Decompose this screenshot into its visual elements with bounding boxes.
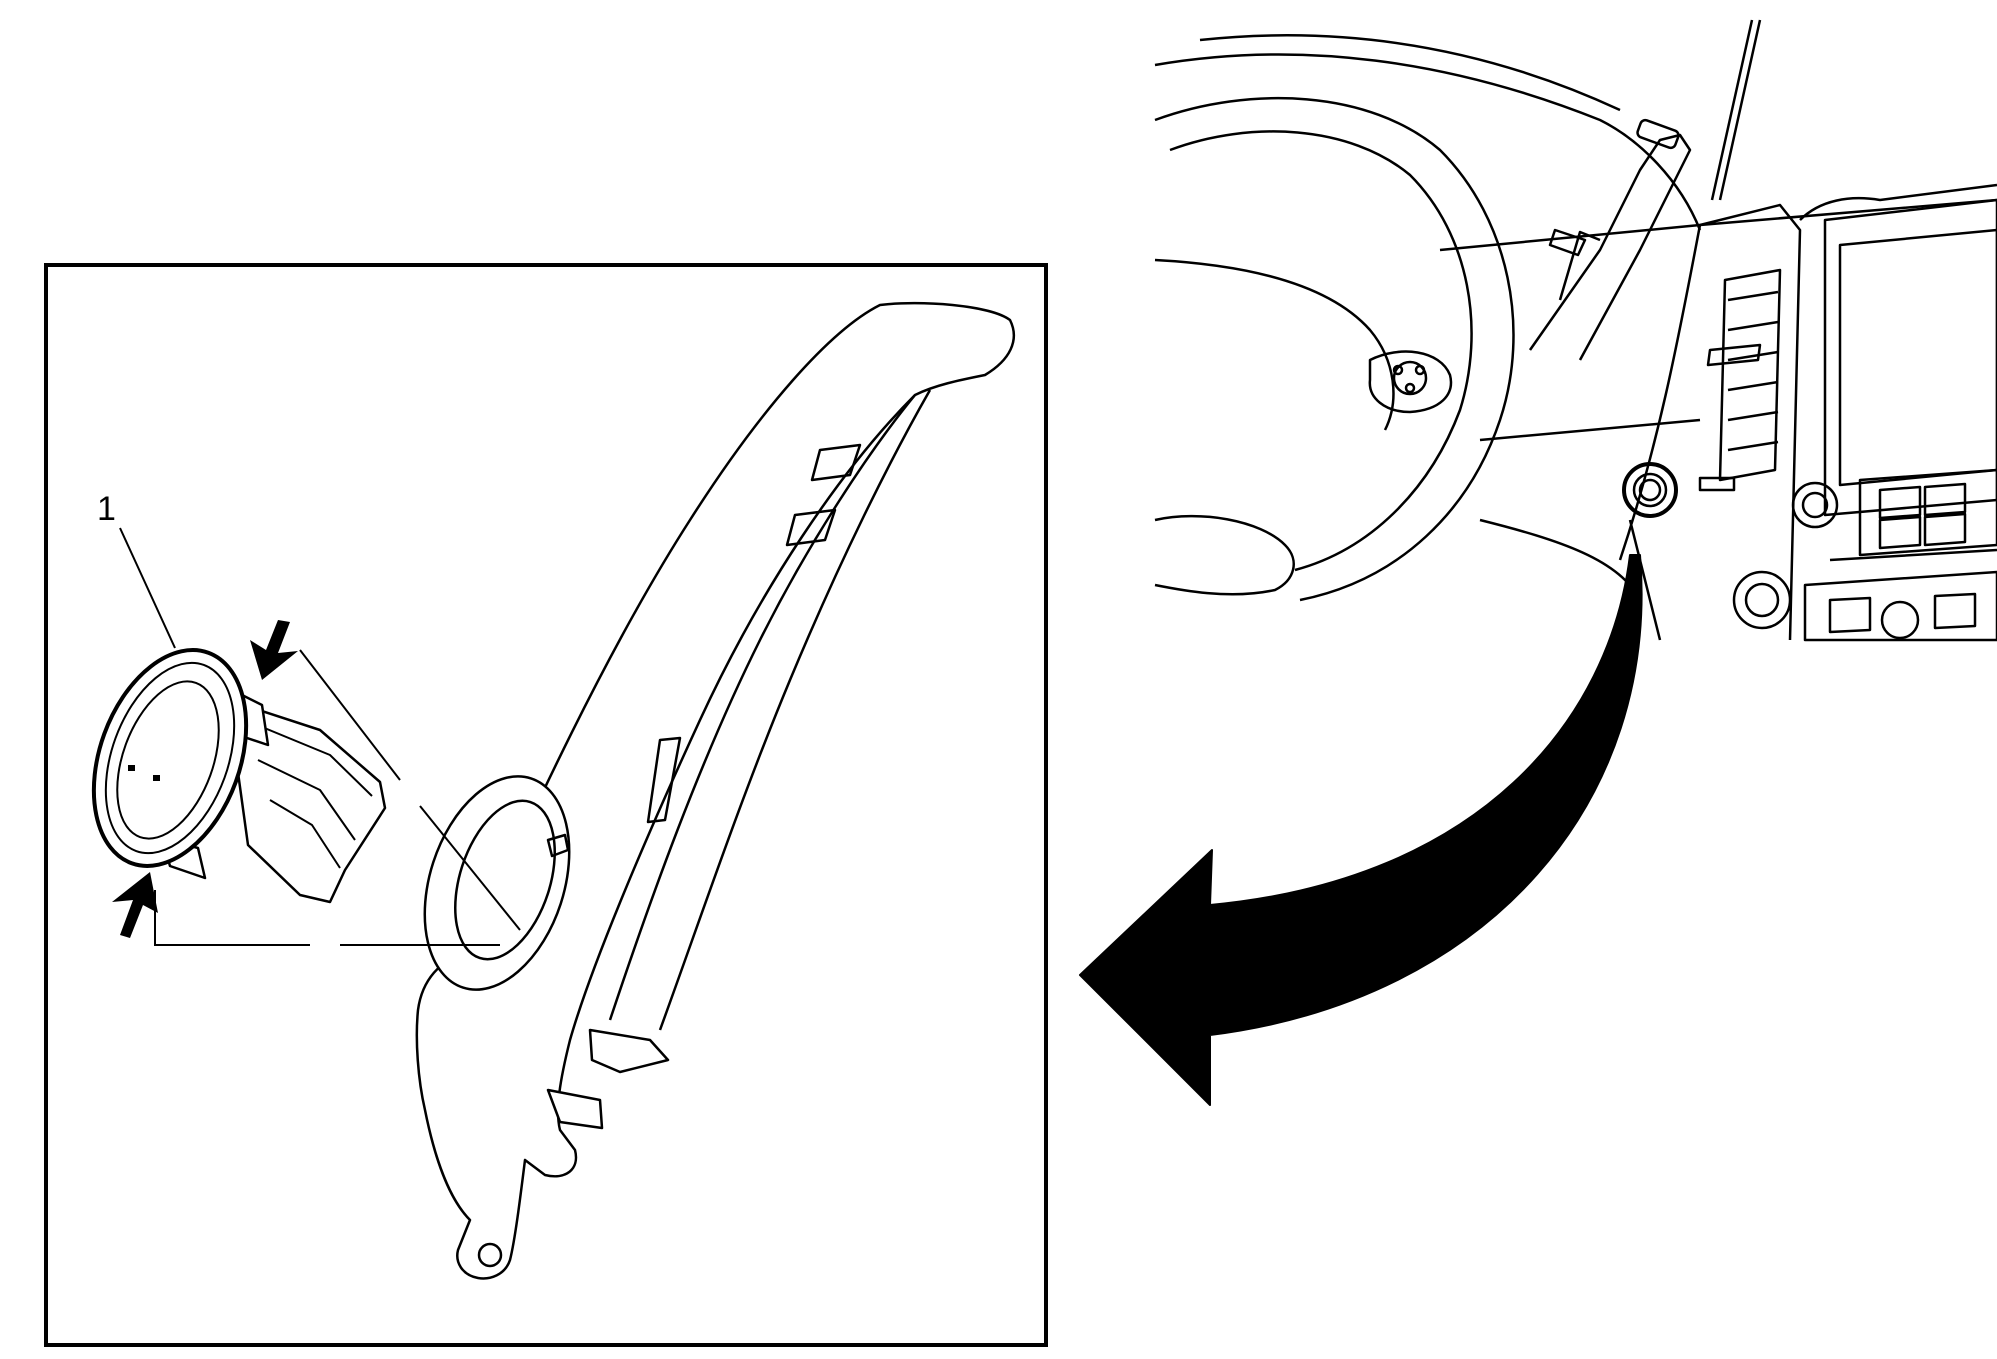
callout-label: 1 [97, 490, 116, 528]
detail-inset: 1 [44, 263, 1048, 1347]
switch-location [1622, 462, 1678, 518]
dashboard-overview [1154, 19, 1997, 642]
trim-panel [415, 301, 1016, 1280]
curved-arrow-icon [1079, 554, 1643, 1106]
callout-1: 1 [97, 490, 176, 649]
push-switch [91, 648, 387, 904]
alignment-lines [154, 649, 521, 946]
arrow-icon [112, 620, 298, 938]
